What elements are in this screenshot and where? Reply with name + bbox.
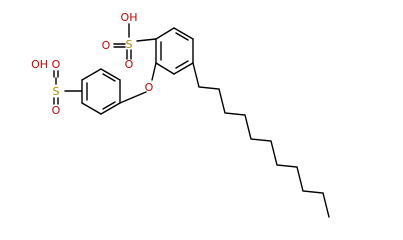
- top-sulfonic-sulfur-label: S: [126, 38, 133, 51]
- dodecyl-chain: [192, 62, 330, 218]
- ether-linkage: [119, 62, 157, 104]
- top-sulfonic-oxo-bottom-label: O: [125, 58, 134, 71]
- right-benzene-ring: [155, 27, 194, 75]
- ether-oxygen-label: O: [145, 81, 154, 94]
- left-sulfonic-oxo-top-label: O: [52, 58, 61, 71]
- top-sulfonic-hydroxyl-label: OH: [121, 11, 138, 24]
- left-sulfonic-hydroxyl-label: OH: [31, 58, 48, 71]
- top-sulfonic-bonds: [113, 23, 157, 60]
- left-sulfonic-bonds: [53, 70, 83, 105]
- top-sulfonic-oxo-left-label: O: [102, 39, 111, 52]
- left-benzene-ring: [81, 68, 121, 115]
- left-sulfonic-sulfur-label: S: [53, 85, 60, 98]
- left-sulfonic-oxo-bottom-label: O: [52, 104, 61, 117]
